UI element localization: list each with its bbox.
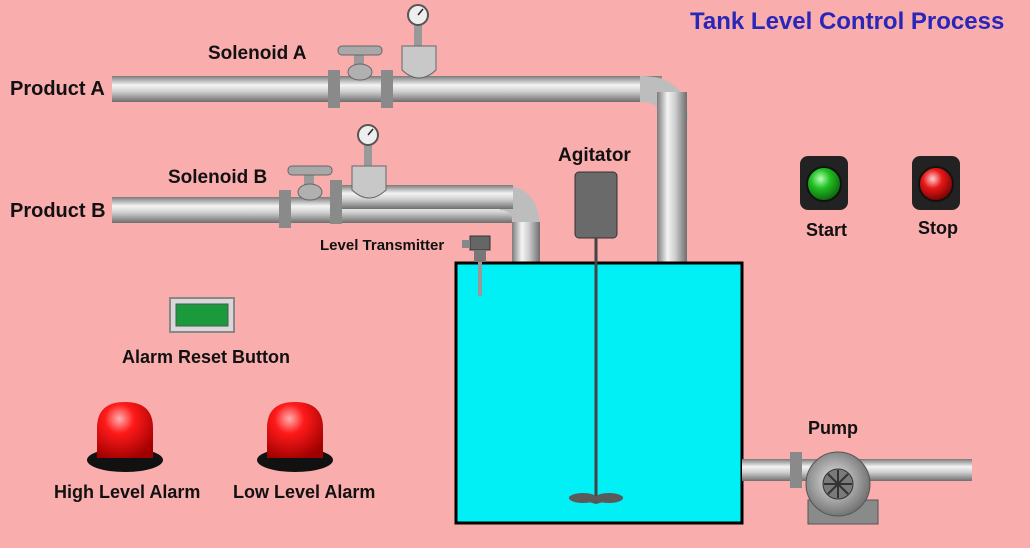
level-transmitter-icon bbox=[462, 235, 491, 296]
solenoid-a-label: Solenoid A bbox=[208, 43, 307, 64]
pressure-gauge-a-icon bbox=[401, 4, 437, 79]
solenoid-b-valve-icon[interactable] bbox=[287, 165, 333, 201]
product-a-label: Product A bbox=[10, 78, 105, 100]
level-transmitter-label: Level Transmitter bbox=[320, 237, 445, 254]
solenoid-a-valve-icon[interactable] bbox=[337, 45, 383, 81]
stop-label: Stop bbox=[918, 218, 958, 238]
alarm-reset-button[interactable] bbox=[169, 297, 235, 333]
stop-button[interactable] bbox=[912, 156, 960, 210]
high-level-alarm-beacon-icon bbox=[87, 402, 163, 472]
product-a-pipe bbox=[112, 70, 688, 265]
pump-icon[interactable] bbox=[805, 451, 879, 525]
agitator-label: Agitator bbox=[558, 145, 631, 166]
low-level-alarm-beacon-icon bbox=[257, 402, 333, 472]
high-level-alarm-label: High Level Alarm bbox=[54, 482, 201, 502]
agitator-icon[interactable] bbox=[568, 171, 624, 504]
page-title: Tank Level Control Process bbox=[690, 8, 1005, 35]
pressure-gauge-b-icon bbox=[351, 124, 387, 199]
start-button[interactable] bbox=[800, 156, 848, 210]
start-label: Start bbox=[806, 220, 848, 240]
pump-label: Pump bbox=[808, 418, 859, 438]
solenoid-b-label: Solenoid B bbox=[168, 167, 268, 188]
low-level-alarm-label: Low Level Alarm bbox=[233, 482, 376, 502]
product-b-label: Product B bbox=[10, 200, 106, 222]
tank bbox=[454, 261, 744, 525]
alarm-reset-label: Alarm Reset Button bbox=[122, 347, 291, 367]
